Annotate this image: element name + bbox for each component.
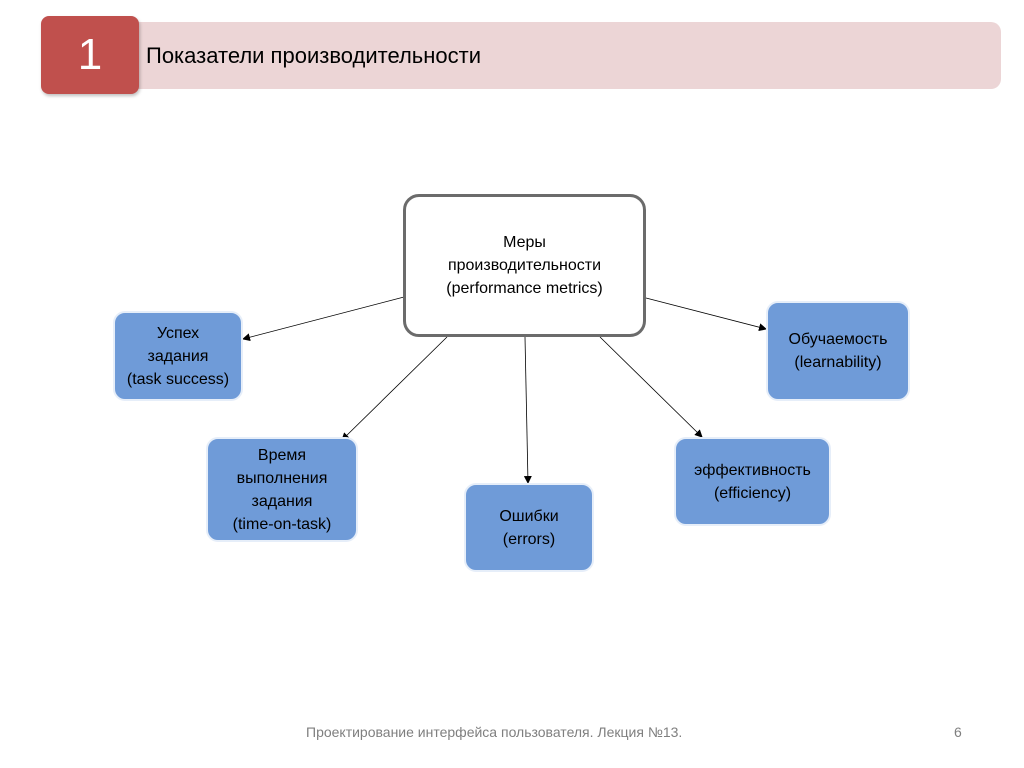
node-errors: Ошибки (errors) [464, 483, 594, 572]
slide-number-badge: 1 [41, 16, 139, 94]
connector-efficiency [599, 336, 703, 438]
connector-errors [523, 336, 532, 484]
connector-learnability [645, 297, 767, 332]
title-band [126, 22, 1001, 89]
node-errors-label: Ошибки (errors) [499, 507, 559, 548]
node-performance-metrics: Меры производительности (performance met… [403, 194, 646, 337]
slide-title: Показатели производительности [146, 43, 482, 68]
footer-text: Проектирование интерфейса пользователя. … [306, 724, 683, 740]
node-efficiency: эффективность (efficiency) [674, 437, 831, 526]
node-learnability: Обучаемость (learnability) [766, 301, 910, 401]
node-task-success: Успех задания (task success) [113, 311, 243, 401]
connector-task-success [242, 296, 405, 342]
page-number: 6 [954, 724, 962, 740]
node-learnability-label: Обучаемость (learnability) [788, 331, 888, 371]
node-performance-metrics-label: Меры производительности (performance met… [446, 234, 603, 297]
node-time-on-task-label: Время выполнения задания (time-on-task) [232, 446, 332, 533]
node-task-success-label: Успех задания (task success) [126, 324, 230, 388]
node-efficiency-label: эффективность (efficiency) [694, 461, 811, 502]
node-time-on-task: Время выполнения задания (time-on-task) [206, 437, 358, 542]
connector-time-on-task [341, 336, 448, 441]
